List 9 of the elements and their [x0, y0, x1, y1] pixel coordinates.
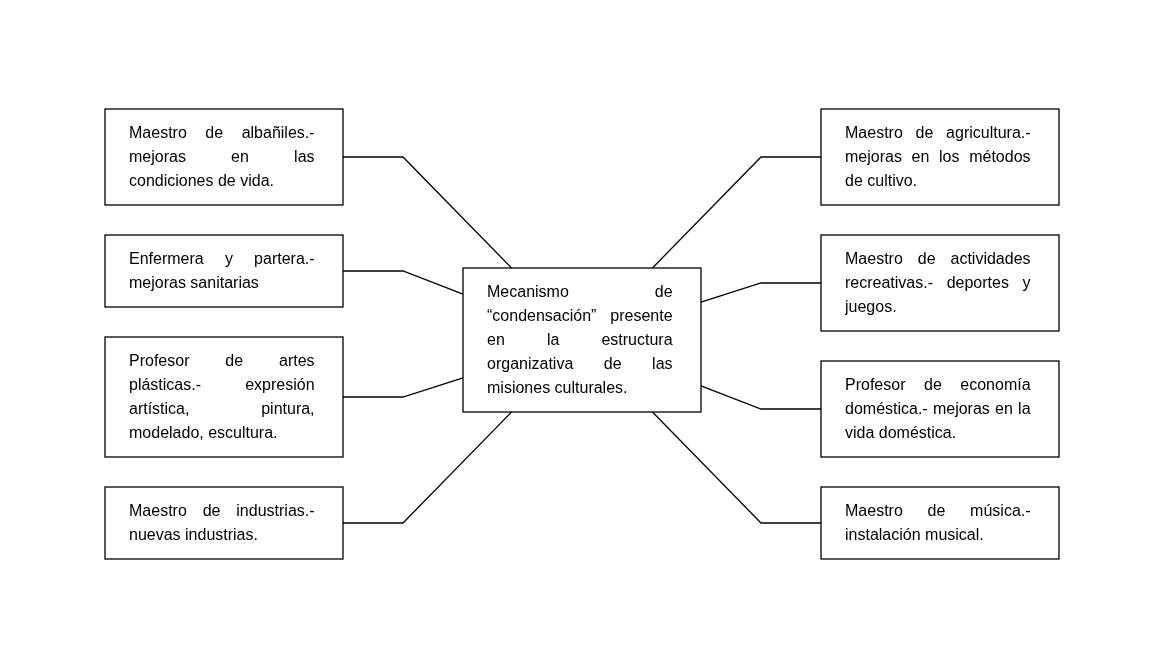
node-box: Profesor de economía doméstica.- mejoras en la vida doméstica.	[819, 360, 1060, 458]
node-box: Mecanismo de “condensación” presente en la estructura organizativa de las misiones culturales.	[461, 267, 702, 413]
node-box: Profesor de artes plásticas.- expresión artística, pintura, modelado, escultura.	[103, 336, 344, 458]
node-box: Maestro de albañiles.- mejoras en las condiciones de vida.	[103, 108, 344, 206]
node-box: Maestro de industrias.- nuevas industrias.	[103, 486, 344, 560]
node-box: Maestro de agricultura.- mejoras en los métodos de cultivo.	[819, 108, 1060, 206]
node-box: Maestro de música.- instalación musical.	[819, 486, 1060, 560]
node-box: Maestro de actividades recreativas.- deportes y juegos.	[819, 234, 1060, 332]
node-box: Enfermera y partera.- mejoras sanitarias	[103, 234, 344, 308]
